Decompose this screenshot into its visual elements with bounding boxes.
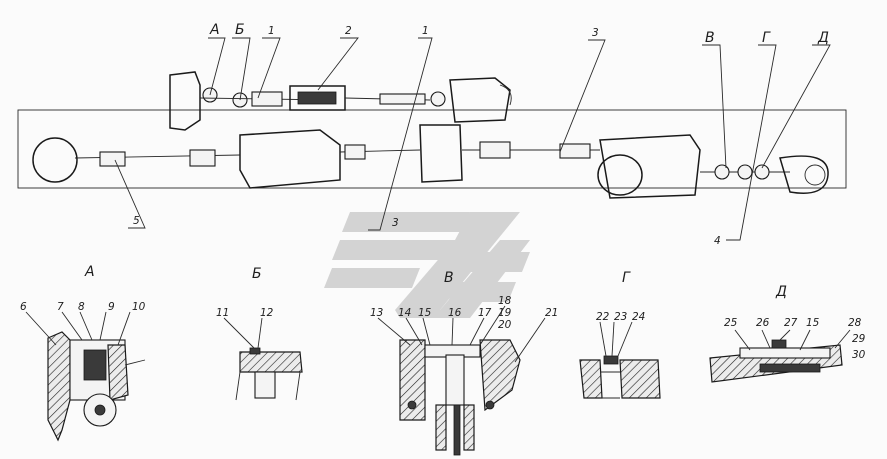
callout-B: Б <box>235 22 245 38</box>
detail-view-a: А 6 7 8 9 10 <box>20 264 146 442</box>
view-v-label-15: 15 <box>418 307 432 319</box>
view-d-title: Д <box>775 284 787 300</box>
callout-2: 2 <box>345 25 352 37</box>
callout-1a: 1 <box>268 25 275 37</box>
view-a-label-9: 9 <box>108 301 115 313</box>
view-v-label-18: 18 <box>498 295 512 307</box>
view-g-title: Г <box>622 270 631 286</box>
callout-G: Г <box>762 30 771 46</box>
upper-drivetrain <box>17 71 847 199</box>
callout-A: А <box>209 22 220 38</box>
view-b-label-11: 11 <box>216 307 229 319</box>
view-a-title: А <box>84 264 95 280</box>
view-a-label-10: 10 <box>132 301 146 313</box>
view-d-label-28: 28 <box>848 317 862 329</box>
detail-view-g: Г 22 23 24 <box>579 270 661 399</box>
view-d-label-25: 25 <box>724 317 738 329</box>
callout-3a: 3 <box>592 27 599 39</box>
view-a-label-8: 8 <box>78 301 85 313</box>
view-d-label-29: 29 <box>852 333 866 345</box>
view-v-label-14: 14 <box>398 307 411 319</box>
callout-D: Д <box>817 30 829 46</box>
view-a-label-7: 7 <box>57 301 64 313</box>
callout-5: 5 <box>133 215 140 227</box>
view-v-label-20: 20 <box>498 319 512 331</box>
view-b-title: Б <box>252 266 262 282</box>
callout-3b: 3 <box>392 217 399 229</box>
watermark-logo <box>324 212 530 318</box>
view-v-label-17: 17 <box>478 307 492 319</box>
detail-view-v: В 13 14 15 16 17 18 19 20 21 <box>370 270 558 456</box>
view-v-label-16: 16 <box>448 307 462 319</box>
view-g-label-22: 22 <box>596 311 610 323</box>
view-v-label-13: 13 <box>370 307 383 319</box>
leader-lines <box>114 37 831 241</box>
view-d-label-30: 30 <box>852 349 866 361</box>
detail-view-d: Д 25 26 27 15 28 29 30 <box>709 284 866 383</box>
callout-1b: 1 <box>422 25 429 37</box>
view-a-label-6: 6 <box>20 301 27 313</box>
view-d-label-26: 26 <box>756 317 770 329</box>
view-g-label-23: 23 <box>614 311 627 323</box>
view-v-label-19: 19 <box>498 307 512 319</box>
callout-4: 4 <box>714 235 721 247</box>
view-d-label-15: 15 <box>806 317 820 329</box>
detail-view-b: Б 11 12 <box>216 266 303 401</box>
view-v-label-21: 21 <box>545 307 558 319</box>
overview-callouts: А Б 1 2 1 3 В Г Д 5 3 4 <box>133 22 829 247</box>
view-g-label-24: 24 <box>632 311 645 323</box>
view-b-label-12: 12 <box>260 307 274 319</box>
view-d-label-27: 27 <box>784 317 798 329</box>
view-v-title: В <box>444 270 454 286</box>
callout-V: В <box>705 30 715 46</box>
